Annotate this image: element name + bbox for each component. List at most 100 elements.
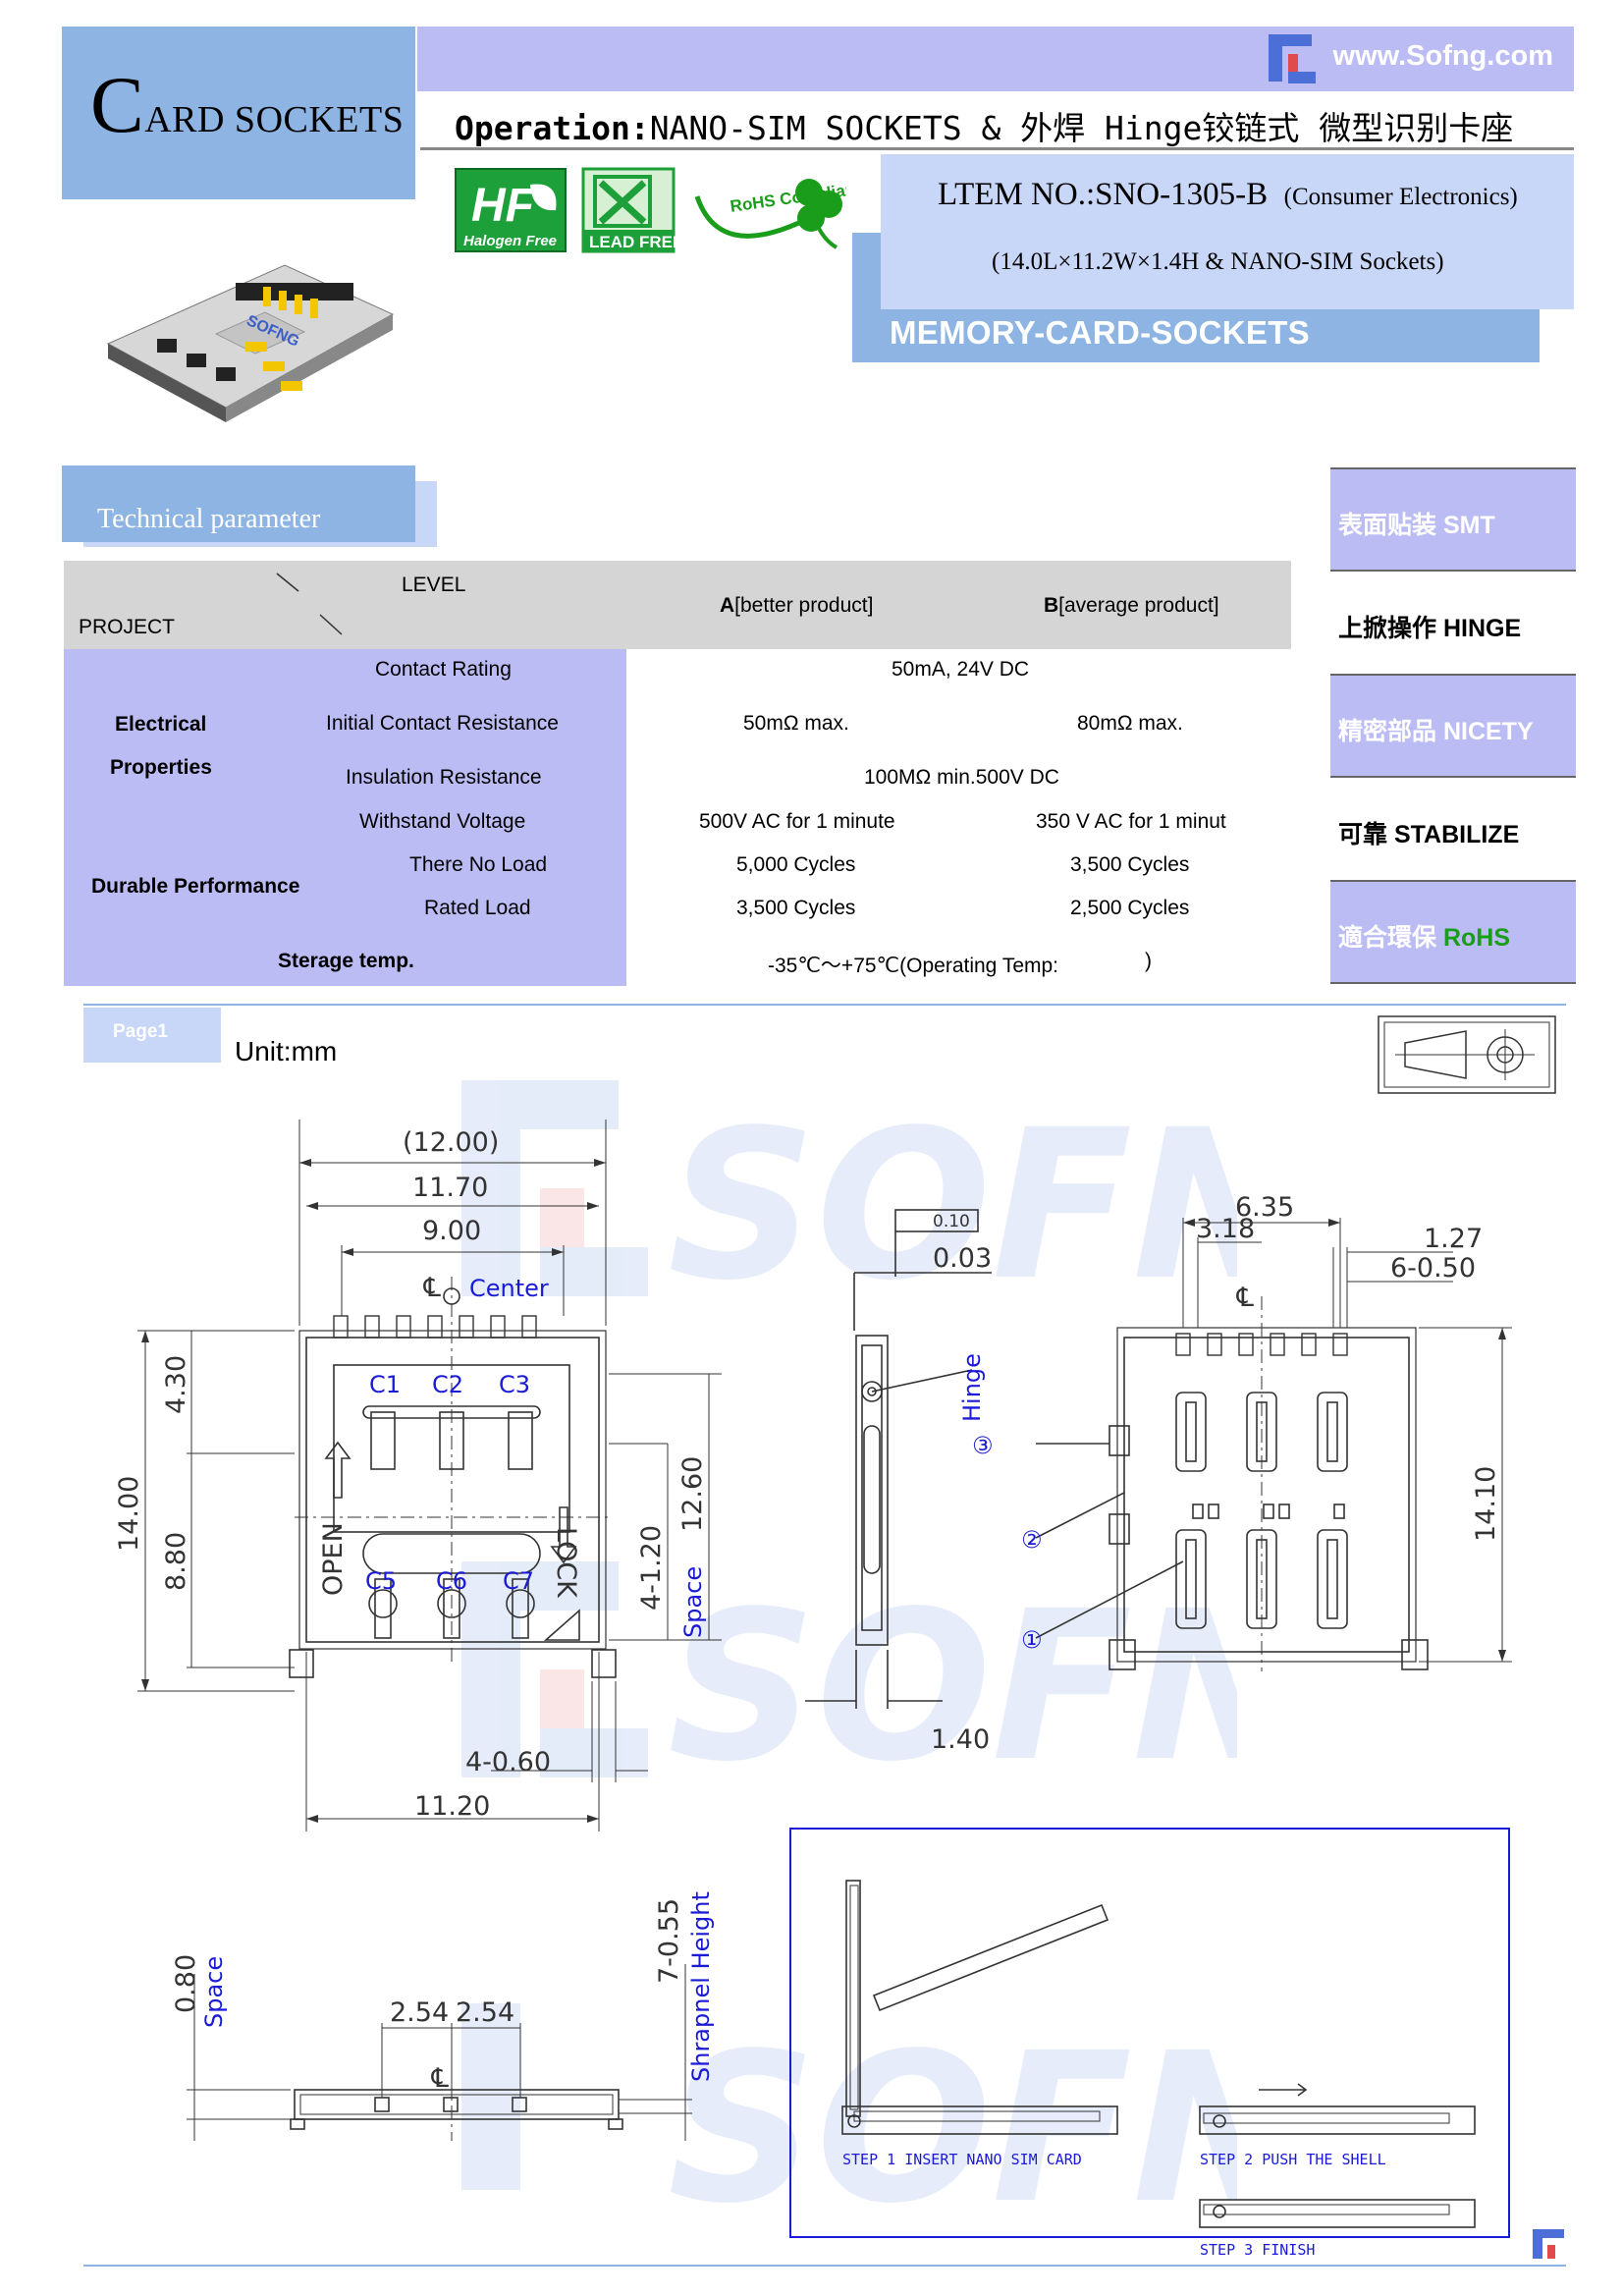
dim-11-20: 11.20 [414, 1791, 490, 1822]
row-a-withstand: 500V AC for 1 minute [699, 810, 895, 833]
feature-hinge: 上掀操作 HINGE [1338, 615, 1522, 642]
project-header: PROJECT [79, 616, 176, 638]
step-1-drawing [841, 1880, 1118, 2135]
dim-12-00: (12.00) [403, 1127, 499, 1158]
title-rest: ARD SOCKETS [144, 99, 405, 140]
header-diagonal-icon [276, 573, 343, 635]
dim-6-0-50: 6-0.50 [1390, 1253, 1476, 1284]
dim-1-27: 1.27 [1424, 1224, 1483, 1254]
step-3-label: STEP 3 FINISH [1200, 2241, 1315, 2259]
label-c2: C2 [432, 1371, 463, 1398]
dim-7-0-55: 7-0.55 [654, 1898, 684, 1984]
page-label: Page1 [113, 1021, 168, 1042]
top-view [289, 1277, 617, 1678]
row-label-initial-resistance: Initial Contact Resistance [326, 712, 559, 735]
label-c1: C1 [369, 1371, 401, 1398]
footer-rule [83, 2265, 1566, 2267]
halogen-free-text: Halogen Free [463, 233, 557, 249]
feature-box-smt [1330, 467, 1576, 572]
operation-line: Operation:NANO-SIM SOCKETS & 外焊 Hinge铰链式… [455, 102, 1513, 149]
header-divider [420, 147, 1574, 150]
row-a-initial-resistance: 50mΩ max. [743, 712, 849, 735]
bottom-view [1035, 1296, 1429, 1671]
feature-nicety: 精密部品 NICETY [1338, 718, 1534, 745]
row-b-no-load: 3,500 Cycles [1070, 853, 1190, 876]
side-view [805, 1209, 992, 1709]
feature-box-nicety [1330, 674, 1576, 778]
title-initial: C [90, 60, 145, 149]
dim-4-0-60: 4-0.60 [465, 1747, 551, 1777]
lead-free-badge-icon: LEAD FREE [581, 167, 676, 253]
projection-symbol-icon [1378, 1015, 1556, 1094]
dim-8-80: 8.80 [161, 1532, 191, 1591]
label-c5: C5 [365, 1567, 397, 1595]
footer-logo-icon [1533, 2229, 1564, 2259]
item-no-label: LTEM NO.:SNO-1305-B [938, 177, 1269, 212]
callout-1: ① [1021, 1626, 1043, 1654]
dim-12-60: 12.60 [677, 1456, 708, 1532]
dim-1-40: 1.40 [931, 1724, 990, 1755]
series-label: MEMORY-CARD-SOCKETS [890, 314, 1310, 351]
dim-0-80: 0.80 [171, 1954, 201, 2013]
title-box [62, 27, 415, 199]
svg-text:℄: ℄ [428, 2063, 452, 2094]
row-label-withstand: Withstand Voltage [359, 810, 526, 833]
label-space-top: Space [679, 1566, 707, 1638]
item-dimensions: (14.0L×11.2W×1.4H & NANO-SIM Sockets) [992, 248, 1444, 275]
title-card-sockets: CARD SOCKETS [90, 59, 404, 151]
row-value-storage-temp: -35℃～+75℃(Operating Temp: [768, 955, 1058, 977]
row-b-rated-load: 2,500 Cycles [1070, 897, 1190, 919]
row-value-contact-rating: 50mA, 24V DC [892, 658, 1030, 681]
row-b-initial-resistance: 80mΩ max. [1077, 712, 1183, 735]
unit-label: Unit:mm [235, 1036, 338, 1066]
table-header [64, 561, 1291, 649]
item-number: LTEM NO.:SNO-1305-B (Consumer Electronic… [938, 177, 1518, 213]
table-label-column [64, 649, 626, 986]
label-center: Center [469, 1275, 549, 1302]
label-hinge: Hinge [958, 1353, 986, 1422]
section-title-technical-parameter: Technical parameter [97, 504, 321, 534]
row-label-no-load: There No Load [409, 853, 548, 876]
dim-2-54-b: 2.54 [456, 1997, 514, 2028]
watermark-text-1: SOFNG [668, 1085, 1237, 1326]
watermark: SOFNG SOFNG SOFNG [461, 1080, 1237, 2219]
front-view [187, 1964, 692, 2141]
dim-11-70: 11.70 [412, 1173, 488, 1203]
dim-flatness-0-10: 0.10 [933, 1212, 970, 1231]
dim-3-18: 3.18 [1196, 1214, 1255, 1244]
dim-4-1-20: 4-1.20 [636, 1525, 667, 1611]
col-b-text: [average product] [1058, 594, 1219, 617]
tp-box [62, 465, 415, 542]
dim-9-00: 9.00 [422, 1216, 481, 1246]
group-electrical-1: Electrical [115, 713, 207, 736]
feature-smt: 表面贴装 SMT [1338, 512, 1495, 539]
col-a-text: [better product] [734, 594, 874, 617]
group-durable: Durable Performance [91, 875, 300, 898]
callout-3: ③ [972, 1432, 994, 1459]
feature-rohs-en: RoHS [1442, 924, 1511, 952]
drawing-top-rule [83, 1004, 1566, 1006]
step-1-label: STEP 1 INSERT NANO SIM CARD [842, 2151, 1082, 2168]
level-header: LEVEL [402, 574, 466, 596]
label-lock: LOCK [551, 1527, 581, 1599]
row-label-rated-load: Rated Load [424, 897, 531, 919]
technical-drawing: (12.00) 11.70 9.00 ℄ Center C1 C2 C3 C5 … [114, 1120, 1564, 2259]
step-2-drawing [1199, 2083, 1476, 2135]
dim-2-54-a: 2.54 [390, 1997, 449, 2028]
feature-rohs: 適合環保 RoHS [1338, 918, 1510, 954]
col-b-header: B[average product] [1044, 594, 1219, 618]
item-category: (Consumer Electronics) [1283, 184, 1518, 210]
dim-6-35: 6.35 [1235, 1192, 1294, 1223]
site-url-link[interactable]: www.Sofng.com [1332, 40, 1553, 72]
lead-free-text: LEAD FREE [589, 233, 676, 251]
svg-text:HF: HF [471, 180, 536, 232]
row-value-insulation: 100MΩ min.500V DC [864, 766, 1059, 789]
dim-4-30: 4.30 [161, 1355, 191, 1414]
watermark-text-2: SOFNG [668, 1566, 1237, 1807]
row-a-no-load: 5,000 Cycles [736, 853, 856, 876]
step-3-drawing [1199, 2199, 1476, 2228]
col-a-header: A[better product] [720, 594, 873, 618]
watermark-text-3: SOFNG [668, 2008, 1237, 2219]
row-close-storage-temp: ) [1145, 950, 1152, 972]
rohs-badge-icon: RoHS Compliant [694, 179, 846, 249]
